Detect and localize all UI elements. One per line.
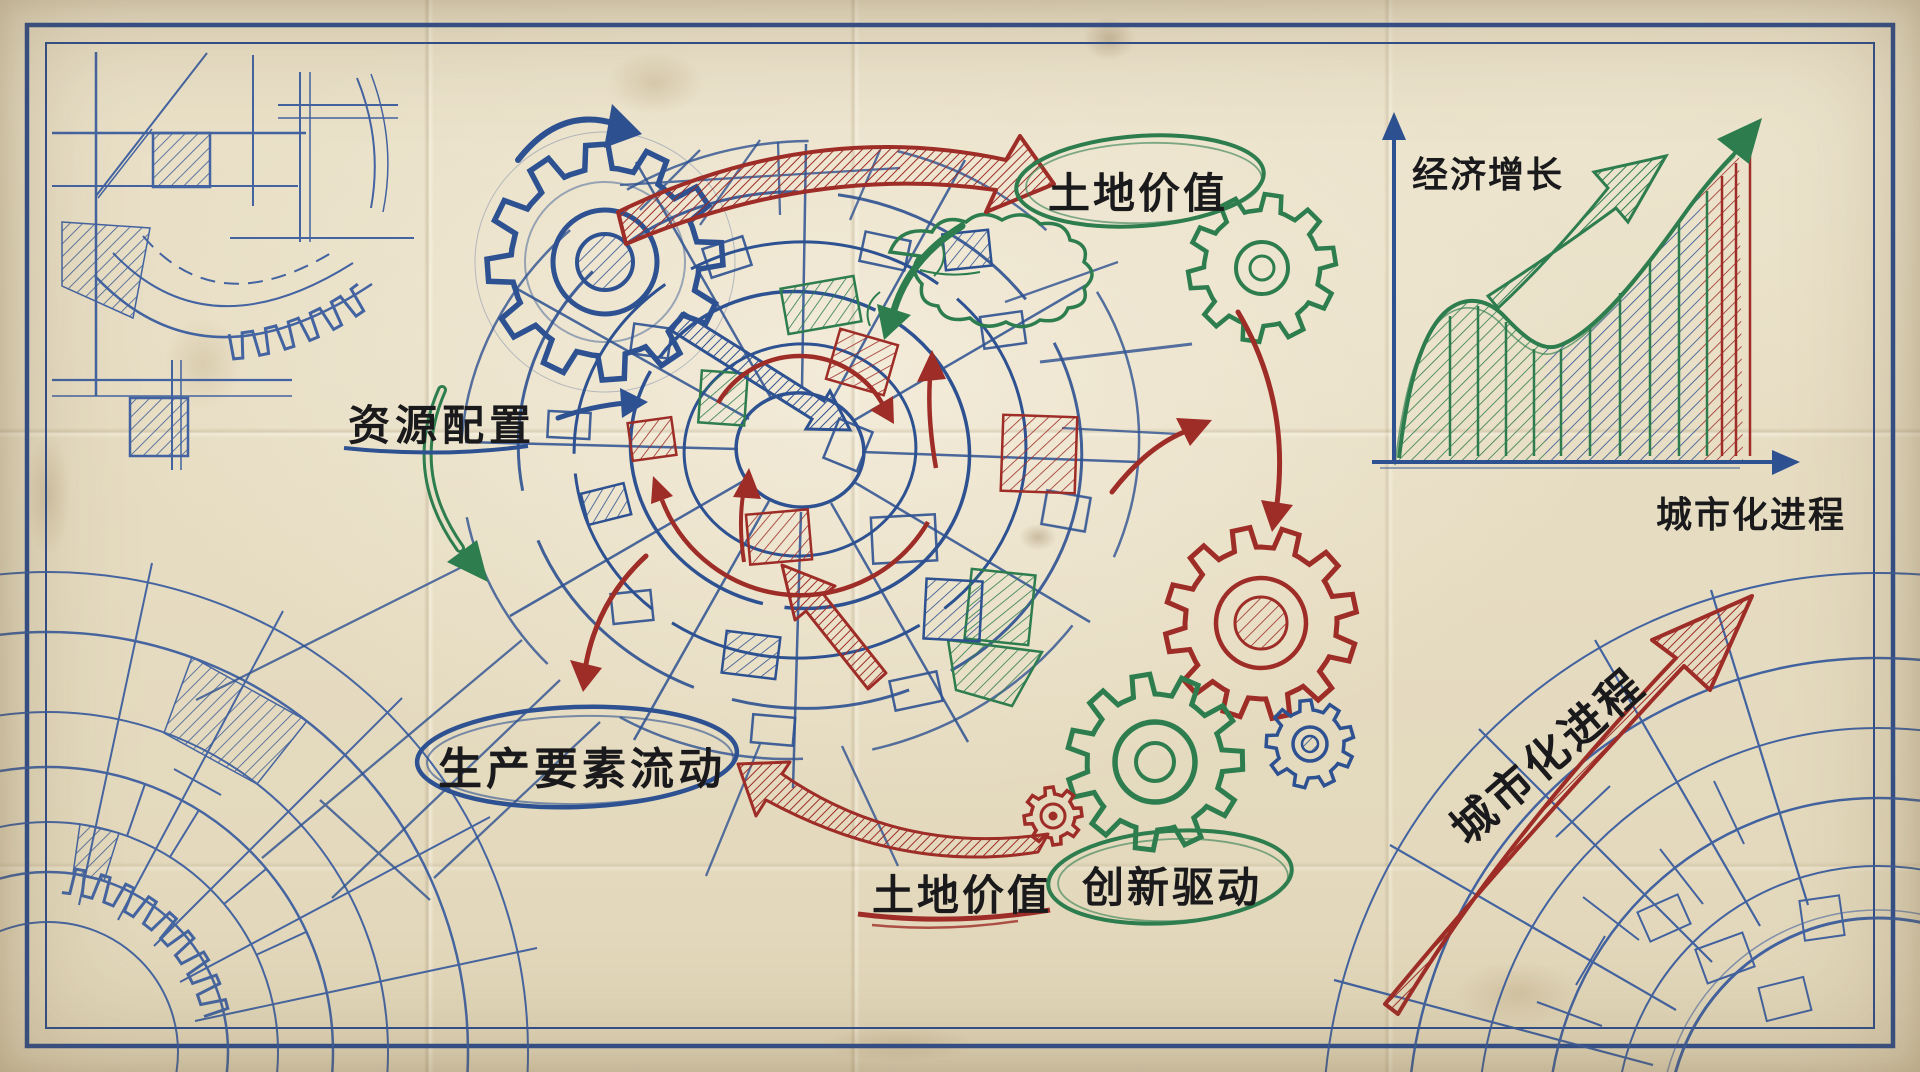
- innovation-ellipse: [1046, 828, 1294, 926]
- arrow-blue-over-gear: [515, 104, 642, 163]
- urbanization-axis-label: 城市化进程: [1656, 494, 1847, 535]
- chart-bar-lines-red: [1720, 153, 1752, 456]
- paper-crease: [850, 0, 860, 1072]
- arrow-green-island-to-map: [877, 222, 966, 340]
- innovation-driven-label: 创新驱动: [1082, 864, 1263, 911]
- map-blocks-hatched: [579, 228, 1079, 708]
- arrow-blue-small: [555, 388, 648, 421]
- arrow-red-hatched-up: [780, 563, 888, 691]
- city-map-bottom-right: [1324, 572, 1920, 1072]
- land-value-bottom-label: 土地价值: [872, 872, 1053, 919]
- label-decorations: [343, 133, 1294, 929]
- chart-y-arrowhead: [1382, 112, 1406, 140]
- arrow-red-to-chart: [1109, 418, 1212, 495]
- land-value-top-label: 土地价值: [1048, 170, 1229, 217]
- arrow-red-top-band: [616, 134, 1056, 246]
- paper-crease: [424, 0, 434, 1072]
- resource-allocation-underline: [343, 444, 529, 455]
- factor-flow-label: 生产要素流动: [438, 745, 726, 794]
- chart-bar-lines: [1448, 191, 1709, 456]
- arrow-green-left-down: [422, 385, 488, 582]
- arrow-red-map-to-ellipse: [570, 553, 649, 692]
- blueprint-bottom-left: [0, 562, 538, 1072]
- paper-stain: [1072, 8, 1146, 70]
- economic-growth-axis-label: 经济增长: [1412, 154, 1565, 195]
- arrow-red-long-bottom: [736, 760, 1050, 859]
- paper-crease: [0, 428, 1920, 438]
- arrow-red-bottom-right-big: [1383, 594, 1754, 1016]
- arrow-blue-hatched-into-map: [669, 310, 853, 432]
- paper-crease: [1384, 0, 1394, 1072]
- factor-flow-ellipse: [414, 704, 740, 810]
- arrow-red-circulation: [651, 350, 946, 598]
- border-frame: [24, 22, 1896, 1049]
- gear-green-top-right: [1185, 191, 1339, 345]
- gear-blue-small: [1264, 698, 1356, 790]
- gear-blue-large: [474, 131, 736, 393]
- resource-allocation-label: 资源配置: [348, 402, 537, 449]
- chart-curve-arrowhead: [1717, 118, 1762, 164]
- land-value-top-ellipse: [1014, 133, 1266, 229]
- gear-green-bottom: [1065, 671, 1246, 853]
- blueprint-top-left: [52, 52, 414, 470]
- paper-crease: [0, 862, 1920, 872]
- gear-red-small: [1022, 785, 1084, 847]
- chart-curve-double: [1394, 155, 1736, 466]
- gear-red-large: [1162, 524, 1360, 722]
- paper-stain: [585, 38, 725, 128]
- arrow-red-gear-down: [1235, 309, 1293, 532]
- chart-x-arrowhead: [1772, 450, 1800, 475]
- chart-trend-arrow: [1485, 153, 1669, 311]
- paper-stain: [1012, 518, 1064, 556]
- land-value-bottom-underline: [857, 907, 1051, 922]
